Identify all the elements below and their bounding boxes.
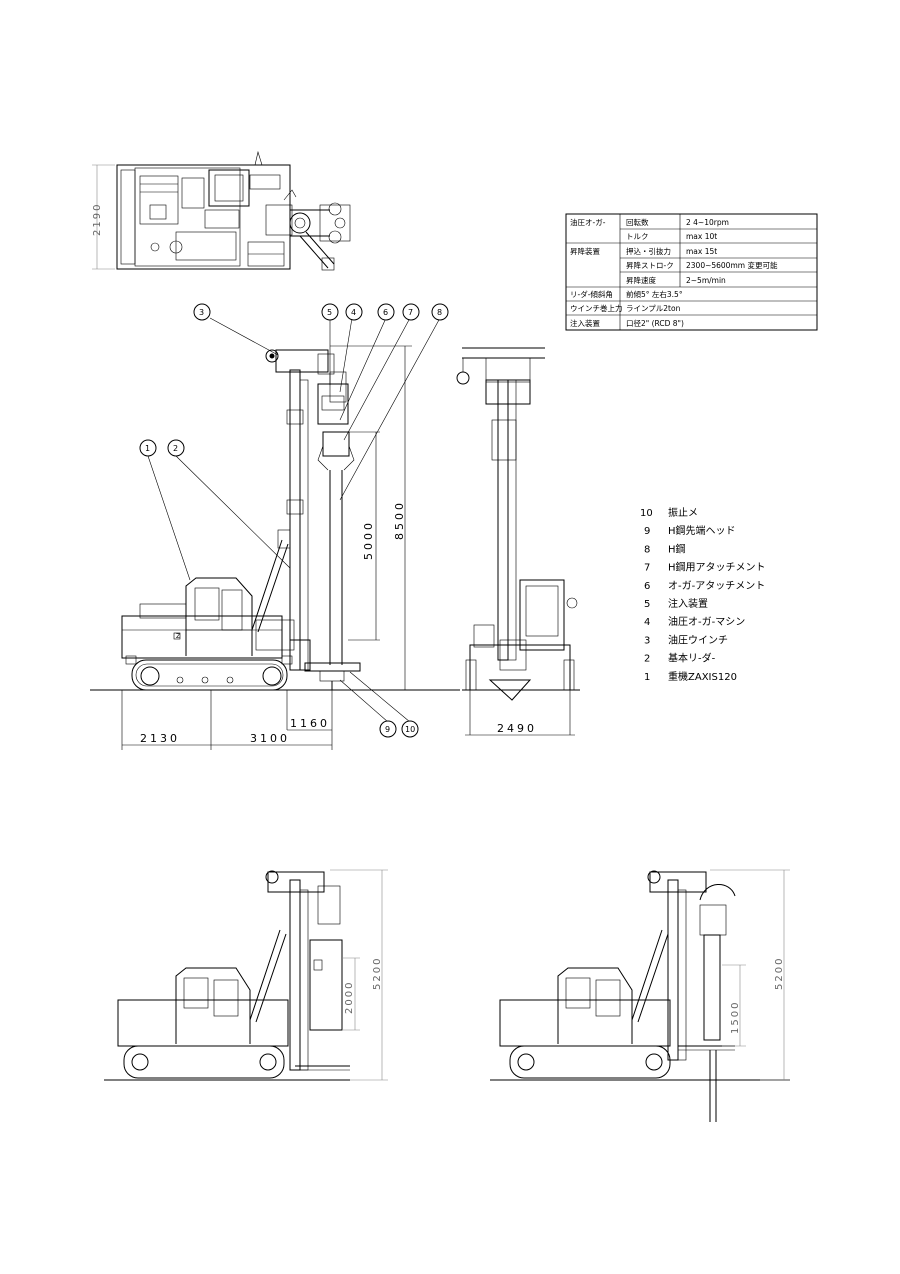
- legend-label: オ-ガ-アタッチメント: [668, 580, 765, 592]
- legend-number: 9: [644, 526, 650, 537]
- legend-label: 油圧オ-ガ-マシン: [668, 615, 745, 628]
- spec-group: 油圧オ-ガ-: [570, 217, 606, 227]
- balloon-7: 7: [408, 308, 413, 317]
- spec-value: 2300~5600mm 変更可能: [686, 260, 778, 270]
- spec-item: 口径2" (RCD 8"): [626, 318, 684, 328]
- legend-number: 4: [644, 617, 650, 628]
- low-head-view-a: 2000 5200: [104, 869, 388, 1081]
- legend-number: 1: [644, 672, 650, 683]
- legend-number: 8: [644, 544, 650, 555]
- legend: 10 振止メ 9 H鋼先端ヘッド 8 H鋼 7 H鋼用アタッチメント 6 オ-ガ-アタッチメント 5…: [640, 506, 766, 683]
- legend-label: H鋼用アタッチメント: [668, 561, 766, 574]
- legend-label: 油圧ウインチ: [668, 633, 728, 646]
- spec-item: ラインプル2ton: [626, 304, 681, 313]
- dim-leader-reach: 3100: [250, 732, 290, 745]
- legend-number: 6: [644, 581, 650, 592]
- balloon-4: 4: [351, 308, 356, 317]
- spec-group: ウインチ巻上力: [570, 303, 623, 313]
- dim-attachment-b: 1500: [730, 1001, 741, 1034]
- spec-group: 注入装置: [570, 318, 600, 328]
- balloon-6: 6: [383, 308, 388, 317]
- side-elevation: Z 5000: [90, 317, 460, 750]
- balloons: 1 2 3 4 5 6 7 8 9 10: [139, 303, 449, 738]
- balloon-10: 10: [405, 725, 415, 734]
- dim-stroke-height: 5000: [362, 520, 375, 560]
- legend-number: 10: [640, 508, 653, 519]
- low-head-view-b: 1500 5200: [490, 869, 790, 1122]
- balloon-1: 1: [145, 444, 150, 453]
- dim-top-width: 2190: [92, 203, 103, 236]
- balloon-8: 8: [437, 308, 442, 317]
- dim-front-height: 8500: [393, 500, 406, 540]
- balloon-5: 5: [327, 308, 332, 317]
- legend-number: 3: [644, 635, 650, 646]
- spec-item: トルク: [626, 232, 649, 241]
- spec-value: max 10t: [686, 232, 717, 241]
- legend-label: 注入装置: [668, 597, 708, 610]
- dim-attachment-a: 2000: [344, 981, 355, 1014]
- spec-item: 昇降ストロ-ク: [626, 260, 674, 270]
- spec-item: 押込・引抜力: [626, 246, 671, 256]
- legend-number: 2: [644, 654, 650, 665]
- dim-low-height-b: 5200: [774, 957, 785, 990]
- legend-label: H鋼先端ヘッド: [668, 524, 736, 537]
- spec-table: 油圧オ-ガ- 回転数 2 4~10rpm トルク max 10t 昇降装置 押込・引抜力 ma…: [565, 213, 818, 331]
- svg-text:Z: Z: [176, 633, 180, 640]
- legend-number: 7: [644, 563, 650, 574]
- spec-item: 昇降速度: [626, 275, 656, 285]
- dim-leader-offset: 1160: [290, 717, 330, 730]
- legend-label: H鋼: [668, 542, 686, 555]
- balloon-2: 2: [173, 444, 178, 453]
- rear-view: 2490: [456, 347, 580, 736]
- plan-view: 2190: [92, 150, 351, 271]
- spec-value: max 15t: [686, 247, 717, 256]
- dim-low-height-a: 5200: [372, 957, 383, 990]
- legend-label: 基本リ-ダ-: [668, 652, 716, 665]
- dim-rear-width: 2490: [497, 722, 537, 735]
- spec-value: 2 4~10rpm: [686, 218, 729, 227]
- spec-item: 回転数: [626, 217, 649, 227]
- dim-rear-length: 2130: [140, 732, 180, 745]
- legend-label: 振止メ: [668, 506, 698, 519]
- spec-item: 前傾5° 左右3.5°: [626, 289, 683, 299]
- spec-group: 昇降装置: [570, 246, 600, 256]
- balloon-9: 9: [385, 725, 390, 734]
- spec-value: 2~5m/min: [686, 276, 726, 285]
- legend-number: 5: [644, 599, 650, 610]
- balloon-3: 3: [199, 308, 204, 317]
- legend-label: 重機ZAXIS120: [668, 670, 737, 683]
- spec-group: リ-ダ-傾斜角: [570, 289, 613, 299]
